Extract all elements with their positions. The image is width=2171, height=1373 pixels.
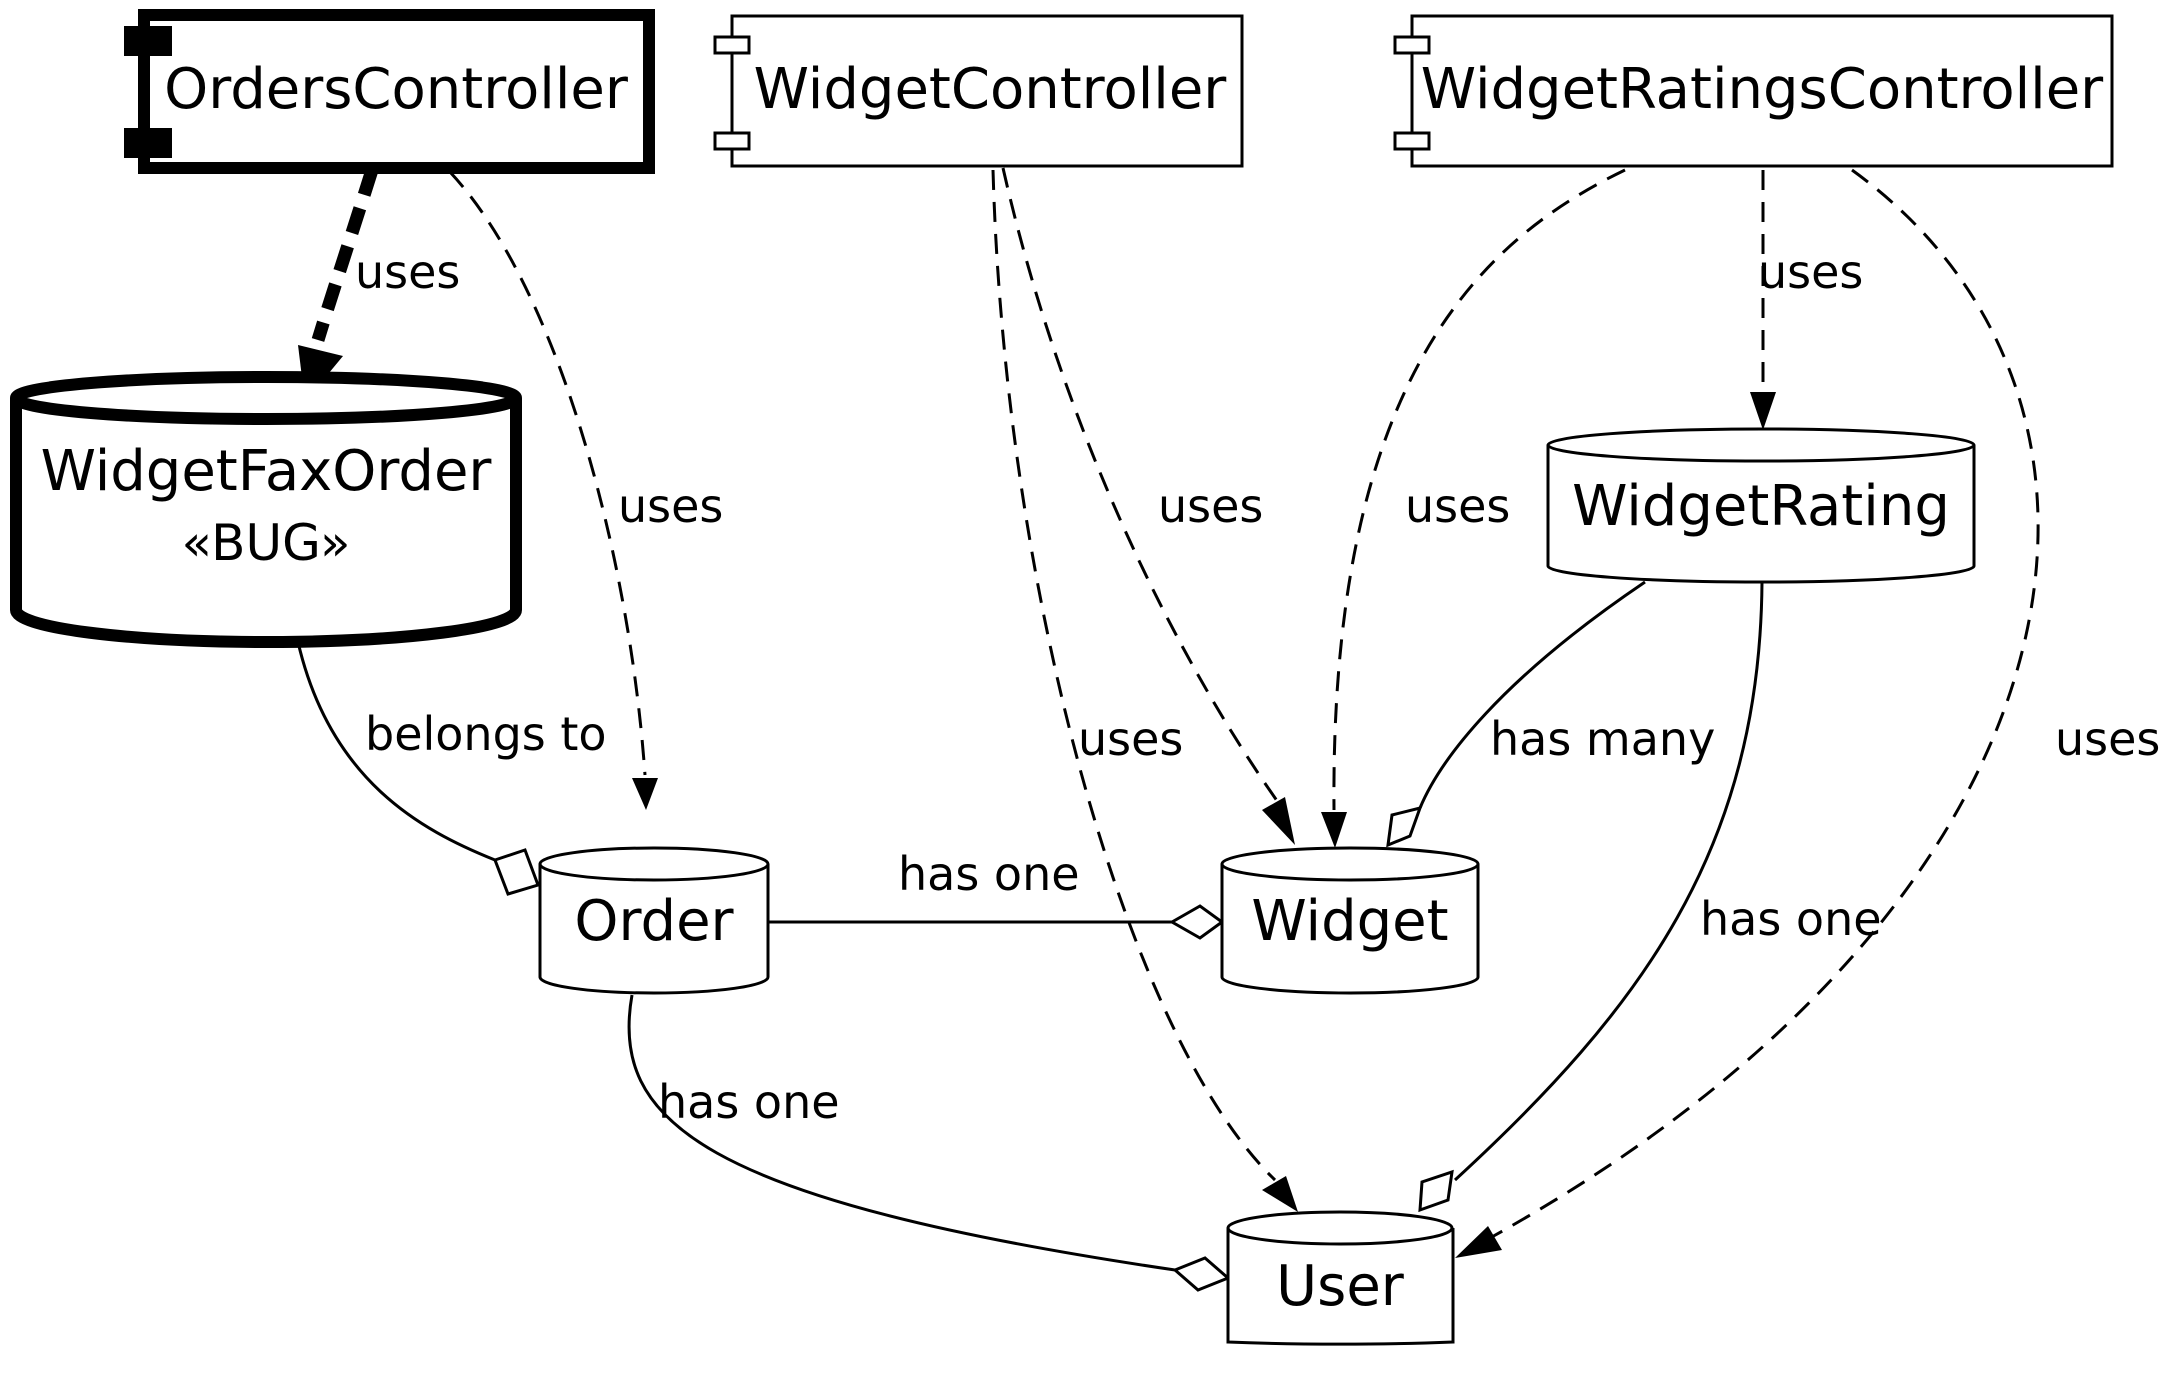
node-user[interactable]: User [1226, 1210, 1455, 1346]
node-label: Order [574, 889, 734, 954]
component-port [1393, 35, 1431, 55]
node-widgetratingscontroller[interactable]: WidgetRatingsController [1393, 14, 2114, 168]
cylinder-top [1220, 846, 1480, 882]
cylinder-body [1546, 445, 1976, 584]
edge-label-has-one: has one [1700, 892, 1882, 946]
arrowhead [1455, 1226, 1502, 1258]
edge-widgetrating-widget: has many [1386, 580, 1715, 848]
node-order[interactable]: Order [538, 846, 770, 995]
node-label: OrdersController [164, 57, 629, 122]
edge-label-uses: uses [1078, 712, 1183, 766]
edge-widgetcontroller-widget: uses [1001, 167, 1295, 845]
cylinder-top [1546, 427, 1976, 463]
node-widgetfaxorder[interactable]: WidgetFaxOrder «BUG» [10, 371, 522, 648]
edge-orderscontroller-order: uses [448, 170, 723, 810]
component-port [713, 35, 751, 55]
cylinder-body [1220, 864, 1480, 995]
aggregation-diamond [1418, 1169, 1454, 1213]
component-box [1410, 14, 2114, 168]
edge-orderscontroller-widgetfaxorder: uses [298, 168, 460, 402]
component-port [1393, 131, 1431, 151]
edge-order-widget: has one [768, 847, 1225, 940]
aggregation-diamond [1386, 805, 1423, 848]
arrowhead [1750, 392, 1776, 430]
node-widgetcontroller[interactable]: WidgetController [713, 14, 1244, 168]
edge-widgetratingscontroller-widgetrating: uses [1750, 170, 1863, 430]
edge-widgetrating-user: has one [1418, 581, 1882, 1213]
edge-widgetfaxorder-order: belongs to [296, 641, 607, 896]
arrowhead [632, 778, 658, 810]
component-box [138, 9, 655, 174]
edge-widgetratingscontroller-widget: uses [1321, 168, 1626, 848]
edge-label-uses: uses [1158, 479, 1263, 533]
node-label: Widget [1251, 889, 1448, 954]
arrowhead [1321, 812, 1347, 848]
cylinder-top [1226, 1210, 1454, 1246]
edge-label-has-one: has one [658, 1075, 840, 1129]
node-stereotype: «BUG» [181, 514, 350, 572]
node-widgetrating[interactable]: WidgetRating [1546, 427, 1976, 584]
aggregation-diamond [493, 848, 540, 896]
cylinder-body [1226, 1228, 1455, 1346]
node-label: User [1276, 1254, 1405, 1319]
node-label: WidgetRating [1572, 474, 1950, 539]
node-label: WidgetRatingsController [1421, 57, 2104, 122]
cylinder-body [10, 398, 522, 648]
cylinder-top [538, 846, 770, 882]
arrowhead [1262, 1176, 1298, 1212]
component-box [730, 14, 1244, 168]
cylinder-top [10, 371, 522, 425]
aggregation-diamond [1168, 904, 1225, 940]
component-port [713, 131, 751, 151]
node-widget[interactable]: Widget [1220, 846, 1480, 995]
edge-label-uses: uses [2055, 712, 2160, 766]
component-port [124, 26, 172, 56]
edge-label-uses: uses [1405, 479, 1510, 533]
edge-order-user: has one [627, 994, 1231, 1292]
edge-label-uses: uses [1758, 245, 1863, 299]
arrowhead [1262, 797, 1295, 845]
cylinder-body [538, 864, 770, 995]
node-label: WidgetController [754, 57, 1228, 122]
edge-label-uses: uses [618, 479, 723, 533]
node-label: WidgetFaxOrder [41, 439, 493, 504]
edge-widgetcontroller-user: uses [991, 169, 1298, 1212]
edge-label-has-many: has many [1490, 712, 1715, 766]
edge-label-belongs-to: belongs to [365, 707, 607, 761]
node-orderscontroller[interactable]: OrdersController [124, 9, 655, 174]
edge-label-uses: uses [355, 245, 460, 299]
edge-label-has-one: has one [898, 847, 1080, 901]
edge-widgetratingscontroller-user: uses [1455, 168, 2160, 1258]
aggregation-diamond [1172, 1256, 1231, 1292]
component-port [124, 128, 172, 158]
